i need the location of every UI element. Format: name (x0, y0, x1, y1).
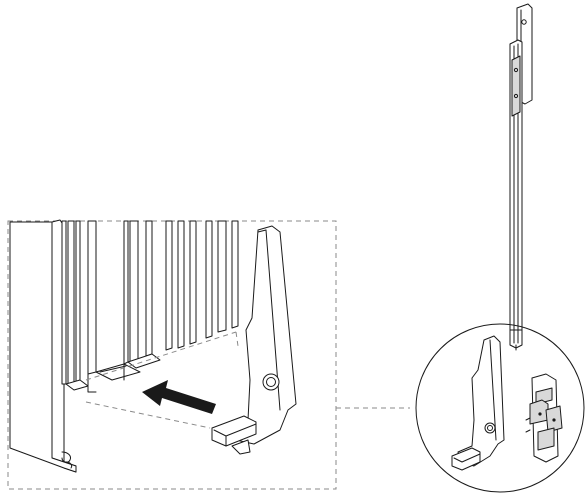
small-bracket-foot-edge (453, 453, 481, 463)
end-bracket-small (451, 335, 505, 471)
track-guide-end (235, 331, 239, 347)
slat-1 (61, 220, 67, 385)
small-bracket-body (457, 335, 505, 467)
rail-clip-hole-2 (513, 93, 519, 99)
small-bracket-boss-inner (487, 425, 493, 431)
slat-11 (205, 220, 213, 339)
rail-top-screw (521, 19, 527, 25)
end-bracket-large (211, 225, 297, 455)
small-bracket-foot (451, 447, 481, 471)
track-guide-bottom (85, 401, 211, 429)
carrier-3 (127, 353, 161, 369)
end-bracket-boss-inner (266, 377, 276, 387)
end-bracket-foot (211, 415, 257, 447)
slat-panel (9, 219, 239, 473)
clip-pins (525, 417, 531, 433)
front-panel-hook-2 (65, 461, 73, 469)
end-bracket-foot-tab (231, 439, 251, 455)
slat-4 (87, 220, 97, 375)
clip-tab-bottom (537, 427, 555, 451)
rail-clip (511, 55, 521, 117)
rail-assembly (509, 3, 533, 351)
slat-7 (145, 220, 153, 357)
clip-block-left (529, 399, 549, 425)
front-panel-face (9, 221, 77, 473)
slat-13 (231, 220, 239, 329)
slat-2 (67, 220, 75, 385)
insert-arrow-shape (142, 380, 216, 414)
slat-5 (123, 220, 129, 365)
slat-8 (165, 220, 173, 351)
clip-tab-top (535, 387, 553, 405)
insert-arrow-icon (142, 380, 216, 414)
end-bracket-top (257, 229, 267, 233)
slat-3 (75, 220, 81, 383)
end-bracket-body (233, 225, 297, 445)
carrier-2-edge (99, 365, 127, 373)
slat-10 (189, 220, 197, 345)
front-panel-hook-1 (61, 451, 71, 463)
small-bracket-edge (489, 339, 497, 441)
callout-circle (415, 323, 585, 493)
carrier-1-drop (87, 373, 97, 393)
slat-9 (177, 220, 185, 349)
carrier-2 (95, 363, 141, 381)
rail-body (509, 39, 523, 349)
slat-6 (129, 220, 139, 363)
callout (336, 323, 585, 493)
clip-hole-2 (552, 418, 556, 422)
slat-12 (217, 220, 227, 333)
track-guides (85, 331, 239, 429)
clip-hole-1 (538, 412, 542, 416)
clip-part (525, 373, 563, 463)
rail-clip-hole-1 (513, 67, 519, 73)
